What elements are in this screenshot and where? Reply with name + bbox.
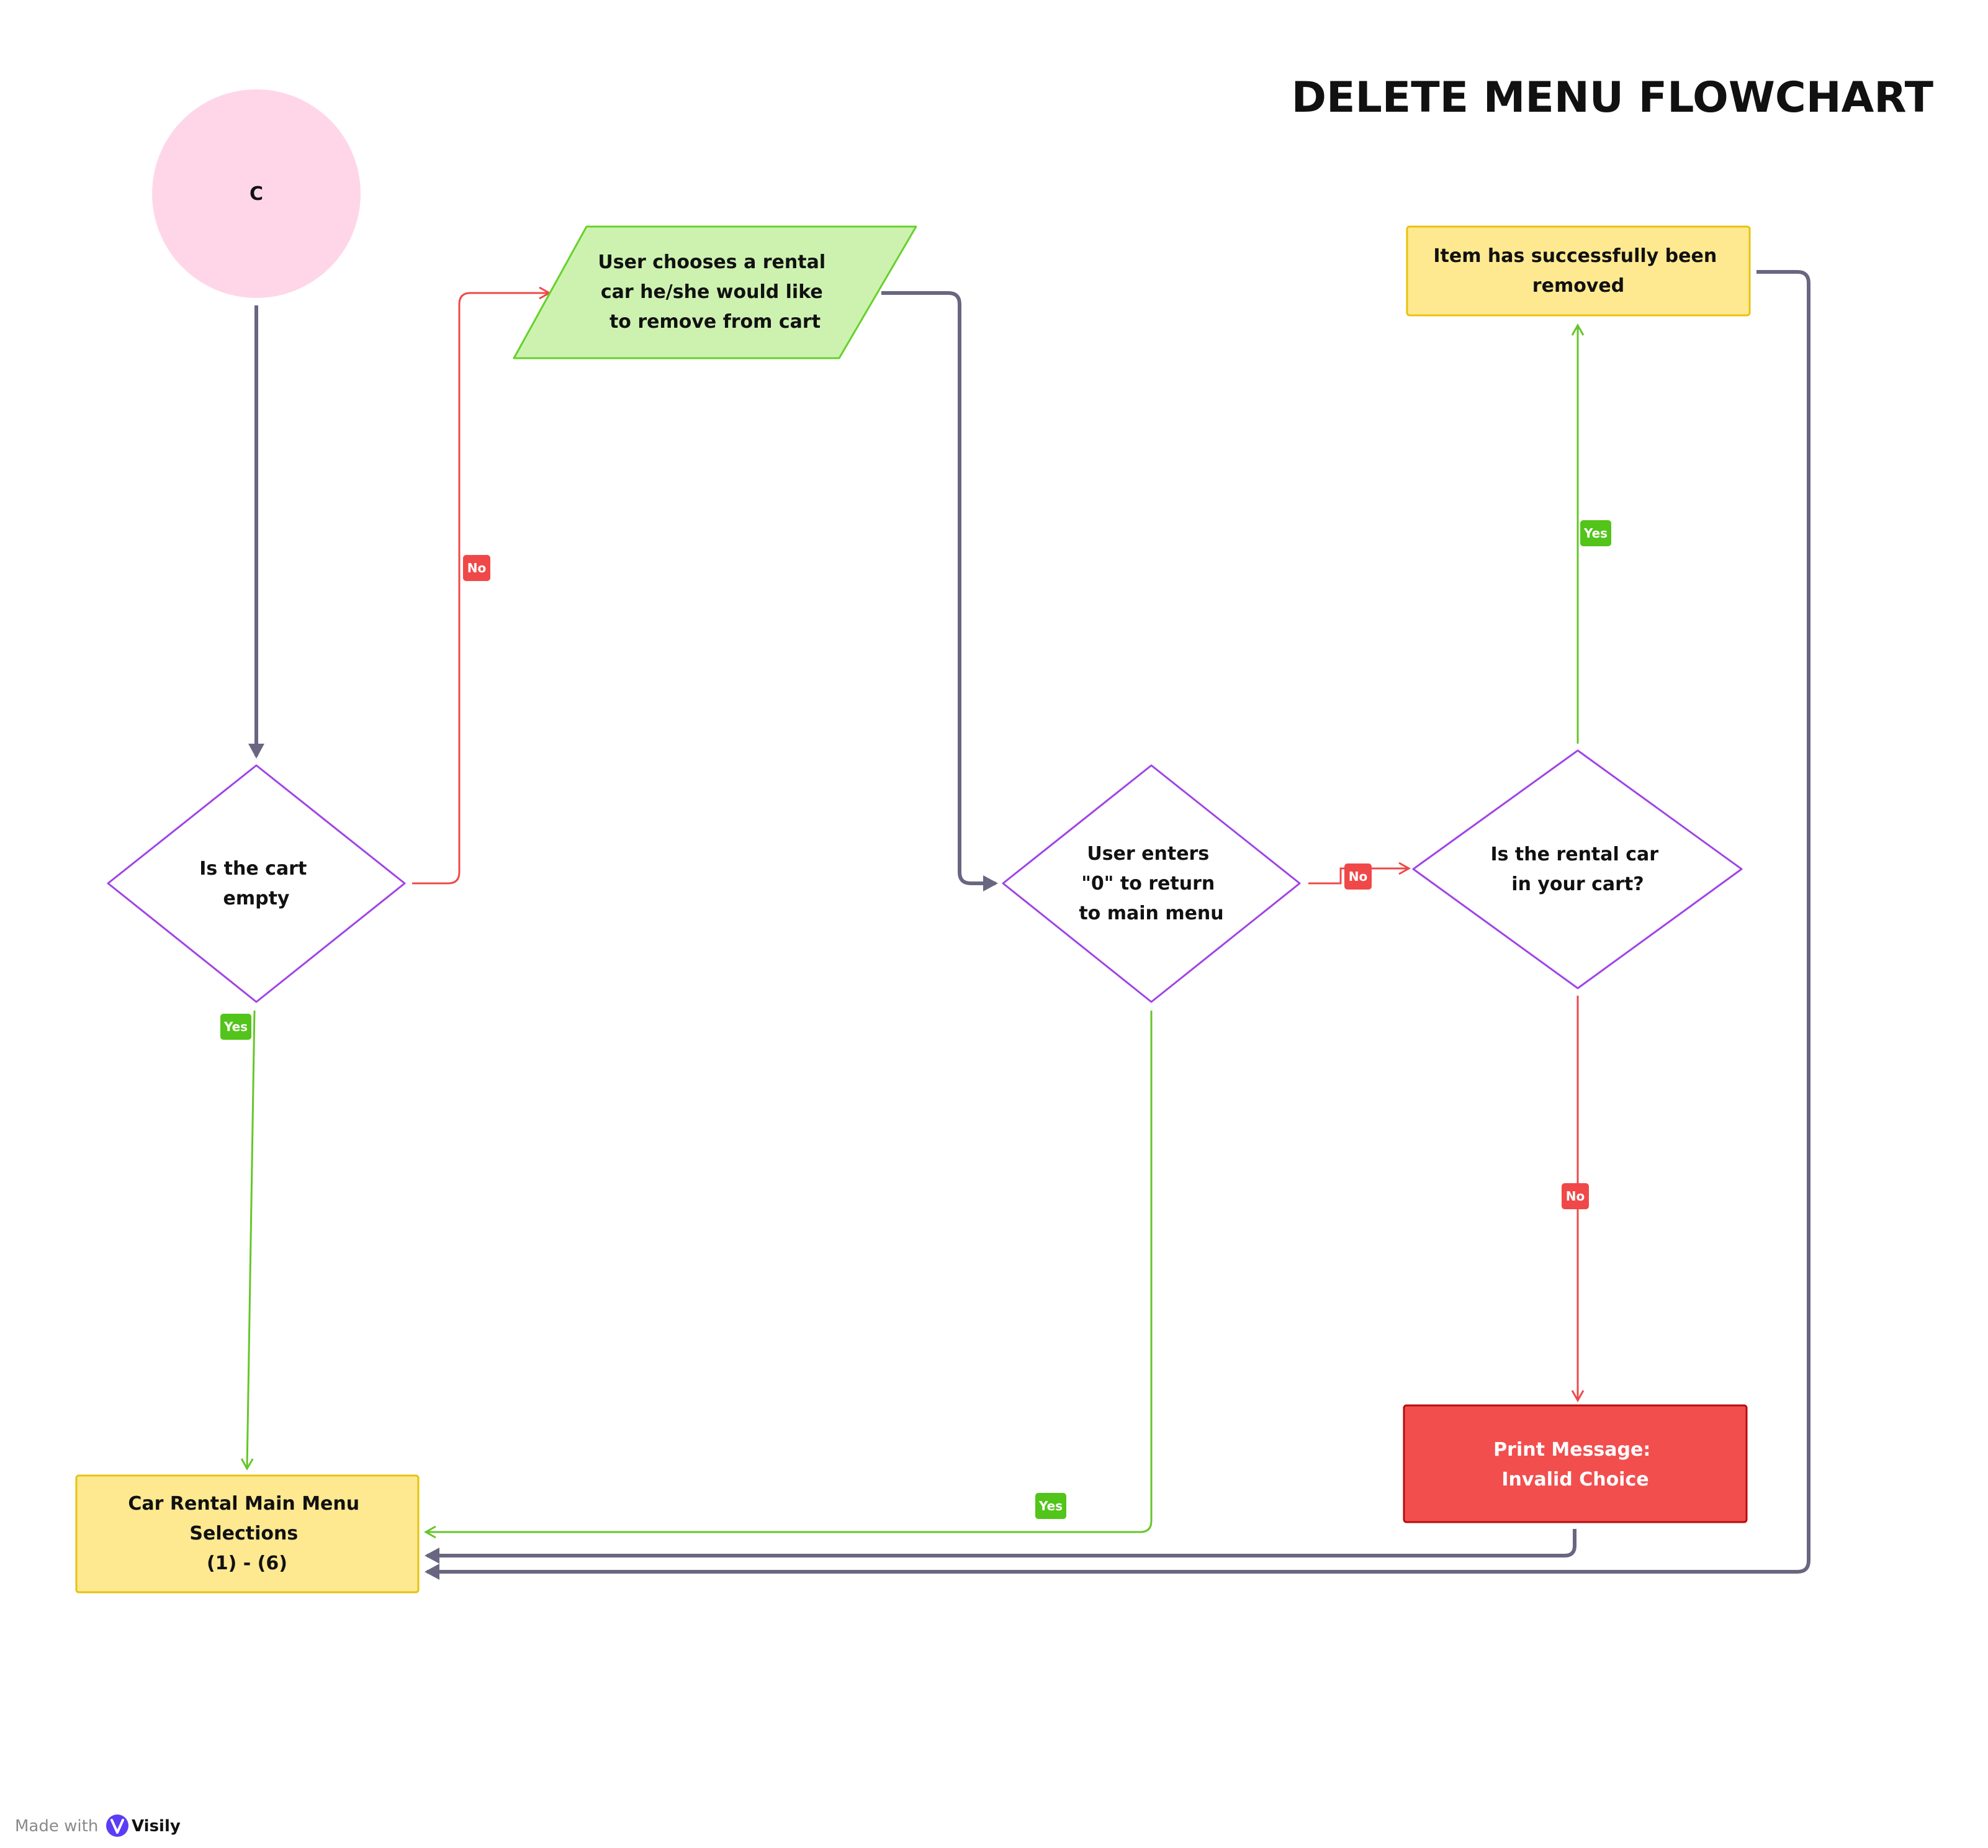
connector-invalid-to-main-menu — [425, 1529, 1576, 1564]
connector-removed-to-main-menu — [425, 270, 1810, 1580]
decision-enter-zero-line: User enters — [1087, 843, 1209, 865]
decision-cart-empty-line: Is the cart — [199, 858, 307, 880]
connector-enter-zero-no — [1308, 862, 1411, 885]
decision-cart-empty-line: empty — [223, 888, 290, 909]
badge-label: No — [1566, 1189, 1585, 1204]
input-choose-car-line: to remove from cart — [609, 311, 821, 333]
badge-label: Yes — [1583, 526, 1608, 541]
node-label: C — [250, 183, 263, 205]
process-item-removed-line: removed — [1532, 275, 1624, 297]
page-title: DELETE MENU FLOWCHART — [1292, 73, 1934, 122]
start-node-line: C — [250, 183, 263, 205]
decision-enter-zero-line: to main menu — [1079, 903, 1223, 924]
footer-made-with-text: Made with — [15, 1817, 98, 1836]
process-invalid-choice-line: Invalid Choice — [1501, 1469, 1648, 1490]
decision-in-cart[interactable]: Is the rental car in your cart? — [1412, 749, 1743, 989]
process-item-removed[interactable]: Item has successfully been removed — [1406, 225, 1751, 317]
decision-in-cart-line: Is the rental car — [1490, 844, 1658, 865]
connector-cart-empty-yes — [240, 1010, 256, 1471]
badge-enter-zero-no: No — [1344, 863, 1372, 890]
footer-made-with[interactable]: Made with Visily — [15, 1814, 181, 1837]
node-label: User chooses a rental car he/she would l… — [598, 251, 832, 333]
badge-label: Yes — [223, 1019, 248, 1034]
node-label: Item has successfully been removed — [1433, 245, 1723, 297]
process-invalid-choice[interactable]: Print Message: Invalid Choice — [1403, 1404, 1748, 1523]
badge-in-cart-no: No — [1562, 1183, 1589, 1209]
footer-brand-text: Visily — [132, 1817, 181, 1836]
connector-cart-empty-no — [412, 286, 552, 885]
badge-enter-zero-yes: Yes — [1035, 1493, 1066, 1519]
input-choose-car-line: User chooses a rental — [598, 251, 825, 273]
node-label: Car Rental Main Menu Selections (1) - (6… — [128, 1493, 366, 1574]
process-main-menu-line: Car Rental Main Menu — [128, 1493, 359, 1515]
connector-choose-to-enter-zero — [881, 291, 998, 891]
process-item-removed-line: Item has successfully been — [1433, 245, 1717, 267]
badge-label: Yes — [1038, 1499, 1063, 1513]
process-main-menu[interactable]: Car Rental Main Menu Selections (1) - (6… — [75, 1474, 420, 1593]
badge-label: No — [467, 561, 486, 575]
process-invalid-choice-line: Print Message: — [1493, 1439, 1650, 1461]
input-choose-car-line: car he/she would like — [601, 281, 823, 303]
visily-logo-icon — [106, 1814, 128, 1837]
badge-in-cart-yes: Yes — [1580, 520, 1611, 546]
badge-label: No — [1349, 869, 1367, 884]
process-main-menu-line: Selections — [189, 1523, 298, 1544]
node-label: Print Message: Invalid Choice — [1493, 1439, 1657, 1490]
decision-enter-zero-line: "0" to return — [1081, 873, 1215, 895]
badge-cart-empty-no: No — [463, 555, 490, 581]
node-label: Is the rental car in your cart? — [1490, 844, 1665, 895]
start-node[interactable]: C — [152, 89, 361, 298]
decision-in-cart-line: in your cart? — [1511, 873, 1644, 895]
node-label: Is the cart empty — [199, 858, 313, 909]
node-label: User enters "0" to return to main menu — [1079, 843, 1223, 924]
decision-cart-empty[interactable]: Is the cart empty — [107, 764, 406, 1003]
process-main-menu-line: (1) - (6) — [207, 1553, 287, 1574]
input-choose-car[interactable]: User chooses a rental car he/she would l… — [513, 225, 917, 359]
badge-cart-empty-yes: Yes — [220, 1014, 251, 1040]
connector-enter-zero-yes — [423, 1011, 1153, 1539]
decision-enter-zero[interactable]: User enters "0" to return to main menu — [1002, 764, 1301, 1003]
